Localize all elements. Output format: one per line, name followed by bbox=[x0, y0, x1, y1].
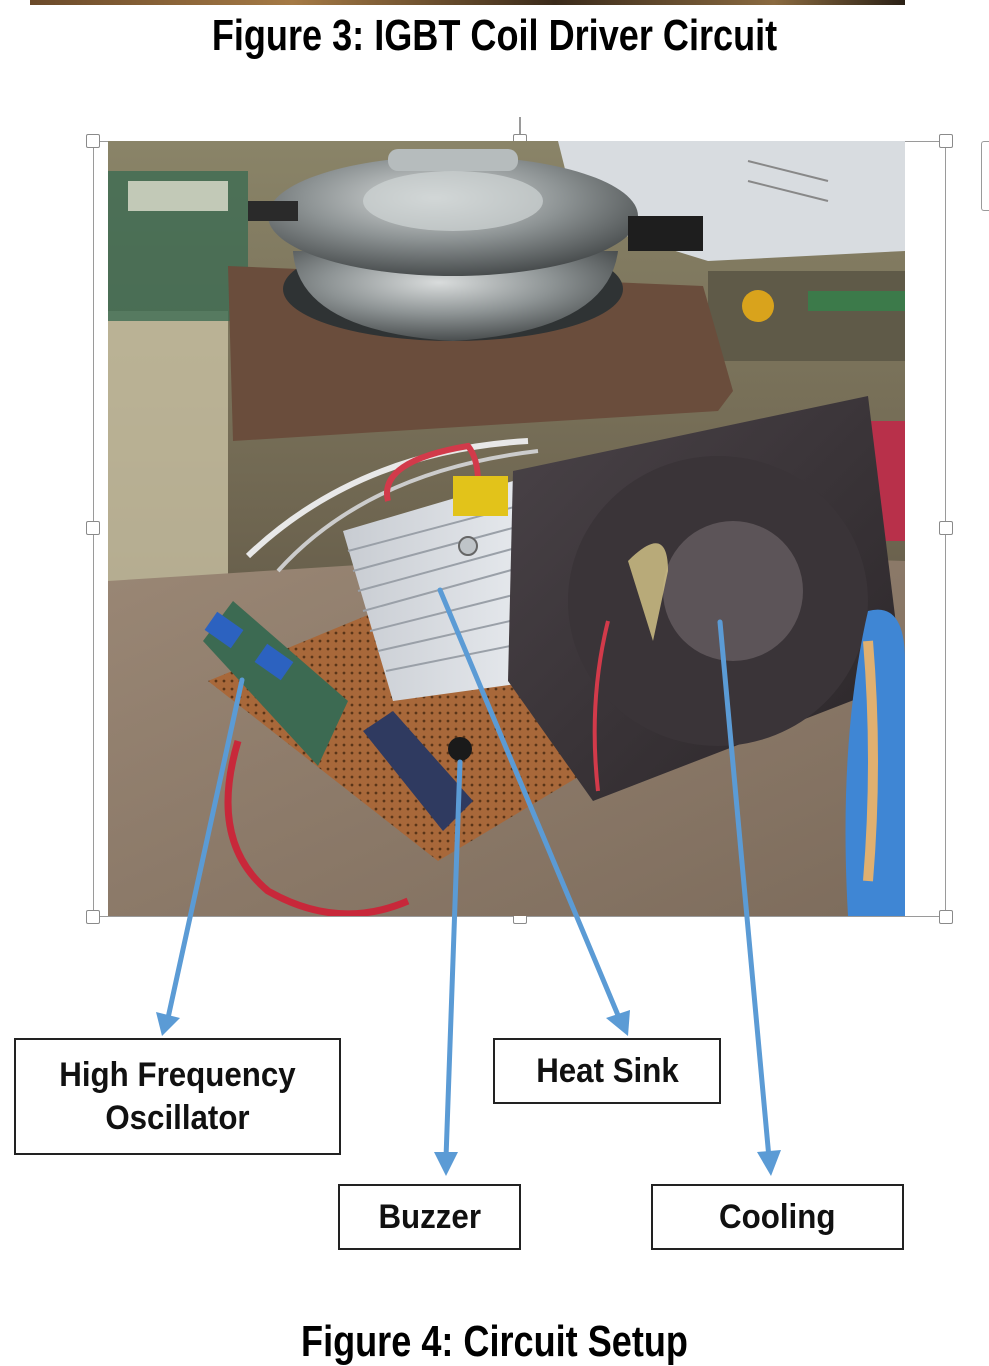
circuit-setup-photo[interactable] bbox=[108, 141, 905, 916]
label-buzzer: Buzzer bbox=[338, 1184, 521, 1250]
label-heat-sink: Heat Sink bbox=[493, 1038, 721, 1104]
arrow-heat-sink-head bbox=[606, 1010, 630, 1036]
label-buzzer-text: Buzzer bbox=[378, 1197, 481, 1236]
resize-handle-top-left[interactable] bbox=[86, 134, 100, 148]
resize-handle-bottom-right[interactable] bbox=[939, 910, 953, 924]
arrow-buzzer-head bbox=[434, 1152, 458, 1176]
figure-4-caption: Figure 4: Circuit Setup bbox=[301, 1317, 688, 1366]
resize-handle-middle-left[interactable] bbox=[86, 521, 100, 535]
previous-figure-image-edge bbox=[30, 0, 905, 5]
label-cooling: Cooling bbox=[651, 1184, 904, 1250]
layout-options-tab[interactable] bbox=[981, 141, 989, 211]
resize-handle-middle-right[interactable] bbox=[939, 521, 953, 535]
resize-handle-top-right[interactable] bbox=[939, 134, 953, 148]
label-oscillator-line1: High Frequency bbox=[59, 1056, 296, 1094]
label-heat-sink-text: Heat Sink bbox=[535, 1051, 679, 1090]
resize-handle-bottom-left[interactable] bbox=[86, 910, 100, 924]
label-oscillator-line2: Oscillator bbox=[105, 1098, 250, 1137]
label-cooling-text: Cooling bbox=[719, 1197, 836, 1236]
figure-3-caption: Figure 3: IGBT Coil Driver Circuit bbox=[211, 11, 778, 60]
rotate-handle-stem[interactable] bbox=[519, 117, 521, 141]
arrow-oscillator-head bbox=[156, 1012, 180, 1036]
label-high-frequency-oscillator: High Frequency Oscillator bbox=[14, 1038, 341, 1155]
arrow-cooling-head bbox=[757, 1150, 781, 1176]
